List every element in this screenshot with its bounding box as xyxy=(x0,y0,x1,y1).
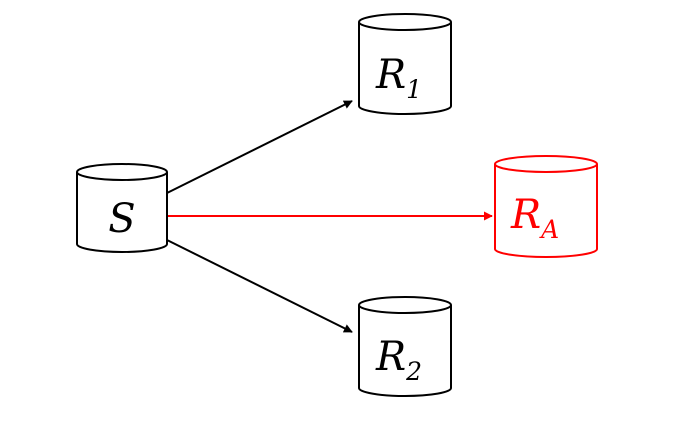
node-r2: R2 xyxy=(358,296,452,397)
svg-text:RA: RA xyxy=(510,192,559,244)
svg-text:R2: R2 xyxy=(375,334,422,386)
database-cylinder-rim xyxy=(494,163,598,173)
database-cylinder-icon xyxy=(358,296,452,397)
svg-text:S: S xyxy=(108,196,135,242)
node-r2-label: R xyxy=(375,334,406,380)
node-r1-label: R xyxy=(375,52,406,98)
database-cylinder-icon xyxy=(494,155,598,258)
node-s-label: S xyxy=(108,196,135,242)
database-cylinder-icon xyxy=(358,13,452,115)
edge-s-to-r2 xyxy=(166,239,353,333)
node-ra: RA xyxy=(494,155,598,258)
database-cylinder-rim xyxy=(76,171,168,181)
svg-text:R1: R1 xyxy=(375,52,422,104)
node-r2-subscript: 2 xyxy=(405,357,422,386)
database-cylinder-rim xyxy=(358,21,452,31)
edge-s-to-r1 xyxy=(166,100,353,194)
node-ra-subscript: A xyxy=(539,215,559,244)
node-r1-subscript: 1 xyxy=(406,75,422,104)
database-cylinder-icon xyxy=(76,163,168,253)
node-ra-label: R xyxy=(510,192,541,238)
database-cylinder-rim xyxy=(358,304,452,314)
node-s: S xyxy=(76,163,168,253)
node-r1: R1 xyxy=(358,13,452,115)
